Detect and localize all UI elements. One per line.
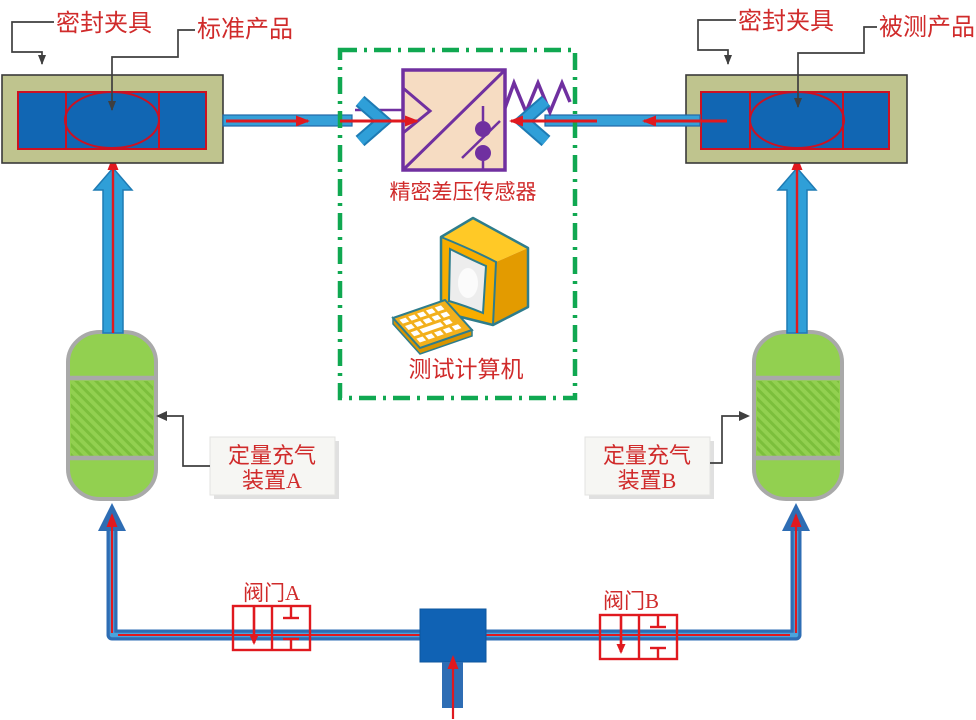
tank-a xyxy=(66,330,158,501)
device-b-line1: 定量充气 xyxy=(603,443,691,468)
measurement-enclosure-dashed-box xyxy=(337,47,578,401)
computer-label: 测试计算机 xyxy=(409,357,524,382)
device-b-pointer xyxy=(739,411,750,421)
callouts-top: 密封夹具 标准产品 密封夹具 被测产品 xyxy=(11,8,975,111)
tested-product-outline xyxy=(749,91,845,149)
seal-fixture-left-label: 密封夹具 xyxy=(56,10,152,37)
keyboard-keys xyxy=(399,305,462,343)
device-b-line2: 装置B xyxy=(618,468,677,493)
device-a-box xyxy=(209,436,336,496)
tank-b-hatch xyxy=(757,381,839,456)
callout-line-seal-right xyxy=(697,19,736,65)
junction-box xyxy=(419,608,487,663)
tank-a-hatch xyxy=(71,381,153,456)
valve-b-label: 阀门B xyxy=(603,589,659,613)
valve-a-label: 阀门A xyxy=(243,581,301,605)
flow-indicators-top xyxy=(226,95,727,147)
callout-line-tested-product xyxy=(794,26,877,108)
device-a-line2: 装置A xyxy=(242,468,302,493)
sensor-label: 精密差压传感器 xyxy=(390,180,537,204)
device-a-label: 定量充气 装置A xyxy=(156,411,339,499)
callout-line-seal-left xyxy=(11,21,54,65)
valve-b: 阀门B xyxy=(600,589,677,659)
feed-arrows xyxy=(92,156,818,334)
device-a-line1: 定量充气 xyxy=(228,443,316,468)
right-fixture xyxy=(685,74,908,164)
sensor-spring xyxy=(503,78,572,117)
fixture-right-cavity xyxy=(700,91,890,150)
standard-product-label: 标准产品 xyxy=(197,16,293,43)
tested-product-label: 被测产品 xyxy=(879,14,975,41)
device-b-box xyxy=(584,436,711,496)
piping-bottom xyxy=(98,503,810,719)
valve-a: 阀门A xyxy=(233,581,310,650)
device-b-label: 定量充气 装置B xyxy=(584,411,750,499)
device-a-pointer xyxy=(156,411,167,421)
keyboard xyxy=(391,298,474,350)
tank-b xyxy=(752,330,844,501)
callout-line-standard-product xyxy=(108,29,195,111)
sensor-wiper xyxy=(461,120,501,159)
test-computer: 测试计算机 xyxy=(391,216,530,382)
seal-fixture-right-label: 密封夹具 xyxy=(738,8,834,35)
